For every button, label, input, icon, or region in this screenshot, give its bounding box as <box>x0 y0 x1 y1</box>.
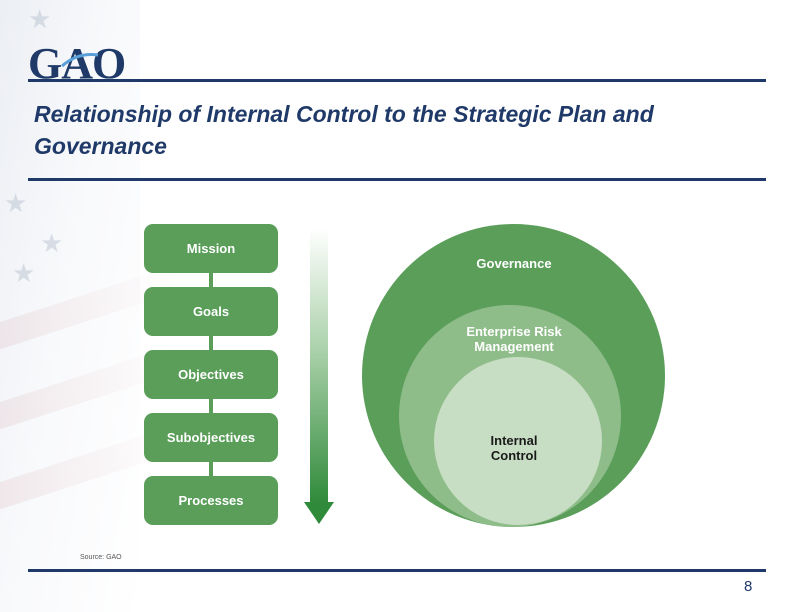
step-processes: Processes <box>144 476 278 525</box>
star-icon: ★ <box>28 4 52 34</box>
page-number: 8 <box>744 578 753 595</box>
logo-swoosh-icon <box>61 53 99 68</box>
header-rule <box>28 79 766 82</box>
title-rule <box>28 178 766 181</box>
step-connector <box>209 336 213 352</box>
internal-control-circle <box>434 357 602 525</box>
erm-label: Enterprise Risk Management <box>444 324 584 354</box>
source-note: Source: GAO <box>80 554 122 561</box>
down-arrow-icon <box>304 502 334 524</box>
step-connector <box>209 273 213 289</box>
step-mission: Mission <box>144 224 278 273</box>
star-icon: ★ <box>12 258 36 288</box>
star-icon: ★ <box>4 188 28 218</box>
erm-label-line2: Management <box>474 339 554 354</box>
step-objectives: Objectives <box>144 350 278 399</box>
background-flag <box>0 0 140 612</box>
step-connector <box>209 399 213 415</box>
governance-label: Governance <box>476 256 552 271</box>
star-icon: ★ <box>40 228 64 258</box>
internal-control-line2: Control <box>490 448 538 463</box>
page-title: Relationship of Internal Control to the … <box>34 101 654 159</box>
down-arrow-shaft <box>310 228 328 504</box>
footer-rule <box>28 569 766 572</box>
step-goals: Goals <box>144 287 278 336</box>
step-connector <box>209 462 213 478</box>
erm-label-line1: Enterprise Risk <box>466 324 562 339</box>
internal-control-label: Internal Control <box>464 433 564 463</box>
step-subobjectives: Subobjectives <box>144 413 278 462</box>
internal-control-line1: Internal <box>490 433 538 448</box>
